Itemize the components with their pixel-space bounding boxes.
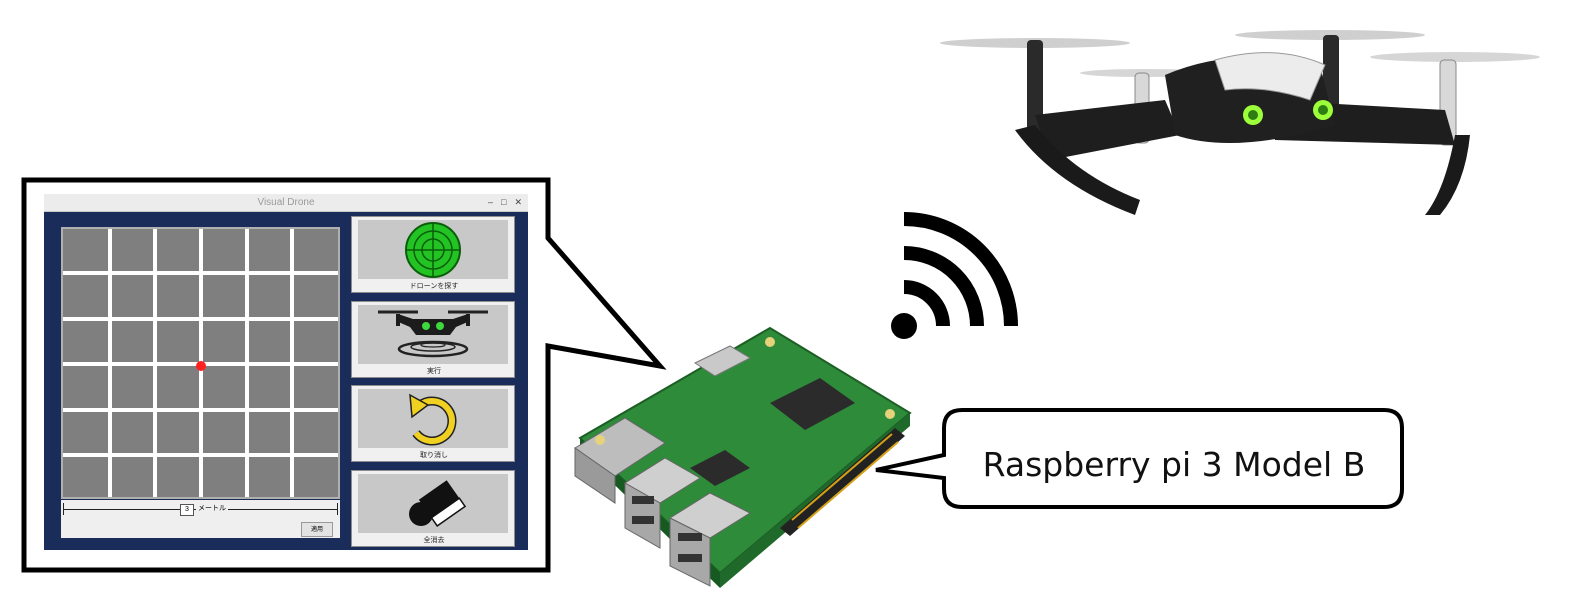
undo-label: 取り消し — [420, 451, 448, 459]
minimize-button[interactable]: – — [488, 197, 494, 207]
drone-illustration — [940, 30, 1540, 215]
device-label: Raspberry pi 3 Model B — [982, 444, 1366, 484]
find-drone-label: ドローンを探す — [409, 282, 459, 290]
distance-input[interactable]: 3 — [180, 504, 194, 516]
flight-grid[interactable] — [61, 227, 340, 499]
find-drone-button[interactable]: ドローンを探す — [351, 216, 515, 293]
maximize-button[interactable]: □ — [501, 197, 507, 207]
grid-lines — [63, 229, 338, 497]
execute-label: 実行 — [427, 367, 441, 375]
apply-button[interactable]: 適用 — [301, 522, 333, 537]
radar-icon — [405, 222, 461, 278]
slider-tick-left — [63, 503, 64, 515]
clear-all-label: 全消去 — [423, 536, 445, 544]
wifi-signal-icon — [891, 212, 1018, 339]
undo-icon — [409, 393, 457, 446]
raspberry-pi-board — [574, 326, 912, 588]
eraser-icon — [409, 480, 467, 527]
distance-unit-label: メートル — [196, 503, 228, 513]
execute-button[interactable]: 実行 — [351, 301, 515, 378]
drone-takeoff-icon — [378, 310, 488, 358]
undo-button[interactable]: 取り消し — [351, 385, 515, 462]
slider-tick-right — [337, 503, 338, 515]
window-titlebar: Visual Drone – □ ✕ — [44, 194, 528, 212]
distance-control: 3 メートル 適用 — [61, 500, 340, 538]
drone-position-marker — [196, 361, 206, 371]
close-button[interactable]: ✕ — [514, 197, 522, 207]
window-title: Visual Drone — [257, 197, 315, 208]
clear-all-button[interactable]: 全消去 — [351, 470, 515, 547]
app-window: Visual Drone – □ ✕ — [44, 194, 528, 550]
